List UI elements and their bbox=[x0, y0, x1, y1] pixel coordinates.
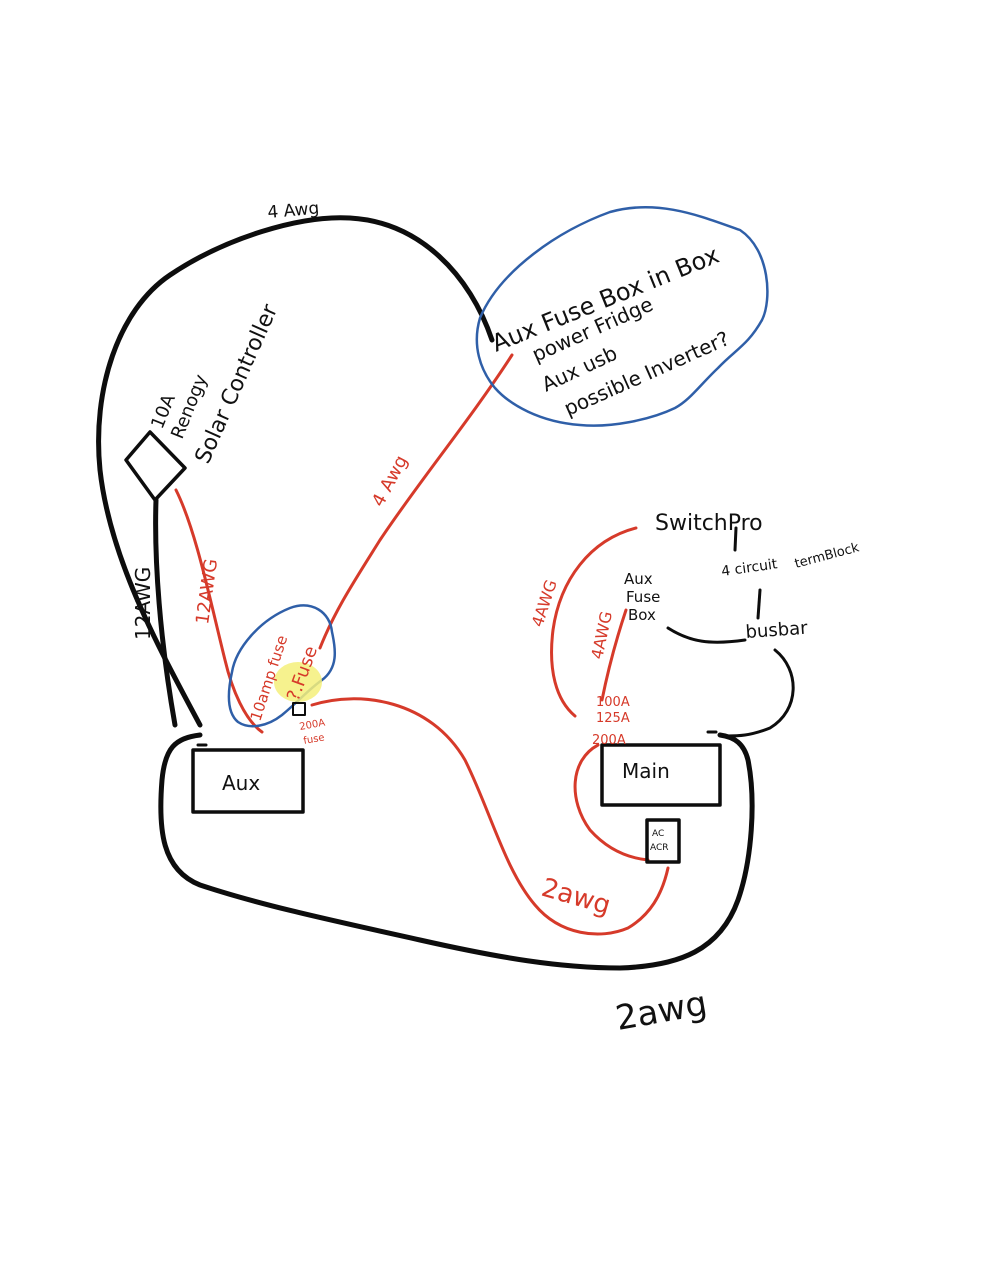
wire-busbar-main bbox=[724, 648, 795, 738]
aux-battery-label: Aux bbox=[222, 771, 260, 795]
switchpro-label: SwitchPro bbox=[655, 511, 763, 536]
label-200a-main: 200A bbox=[592, 733, 626, 748]
wire-4awg-switchpro bbox=[550, 526, 638, 718]
label-2awg-red: 2awg bbox=[538, 873, 614, 921]
wire-switchpro-circuit bbox=[733, 526, 738, 552]
label-12awg-left: 12AWG bbox=[131, 567, 155, 640]
small-fuse-square bbox=[292, 702, 306, 716]
aux-fuse-box-line1: Aux bbox=[624, 570, 653, 588]
acr-line1: AC bbox=[652, 829, 664, 839]
aux-fusebox-outline bbox=[475, 205, 769, 427]
wire-main-acr bbox=[573, 743, 650, 862]
acr-line2: ACR bbox=[650, 843, 669, 853]
aux-fuse-box-line2: Fuse bbox=[626, 588, 660, 606]
wire-4awg-top bbox=[96, 215, 495, 728]
label-12awg-red: 12AWG bbox=[192, 557, 222, 625]
aux-fusebox-label: Aux Fuse Box in Box power Fridge Aux usb… bbox=[488, 241, 733, 421]
wire-circuit-busbar bbox=[756, 588, 762, 620]
aux-fuse-box-line3: Box bbox=[628, 606, 656, 624]
wire-4awg-red-diag bbox=[318, 353, 514, 650]
main-battery-box bbox=[600, 743, 722, 807]
label-100a: 100A bbox=[596, 695, 630, 710]
fuse-group-outline bbox=[227, 604, 337, 728]
aux-fusebox-line1: Aux Fuse Box in Box bbox=[488, 241, 723, 358]
busbar-label: busbar bbox=[745, 618, 809, 643]
main-battery-label: Main bbox=[622, 759, 670, 783]
solar-controller-box bbox=[124, 430, 187, 502]
wire-12awg-red bbox=[174, 488, 264, 734]
label-2awg-black: 2awg bbox=[613, 984, 710, 1039]
wire-2awg-bottom-loop bbox=[158, 732, 755, 971]
wire-4awg-auxfuse bbox=[600, 608, 628, 702]
renogy-label: 10A Renogy Solar Controller bbox=[147, 300, 283, 468]
label-200a-fuse-1: 200A bbox=[299, 718, 327, 733]
acr-box bbox=[645, 818, 681, 864]
aux-battery-box bbox=[191, 748, 305, 814]
wire-2awg-red bbox=[310, 697, 670, 936]
wire-auxfuse-busbar bbox=[666, 626, 747, 644]
label-4awg-top: 4 Awg bbox=[267, 199, 320, 223]
label-200a-fuse-2: fuse bbox=[303, 732, 326, 747]
wire-12awg-left bbox=[153, 497, 178, 728]
label-125a: 125A bbox=[596, 711, 630, 726]
circuit-line1: 4 circuit bbox=[720, 556, 779, 580]
fuse-highlight bbox=[274, 662, 322, 702]
circuit-line2: termBlock bbox=[793, 540, 861, 572]
